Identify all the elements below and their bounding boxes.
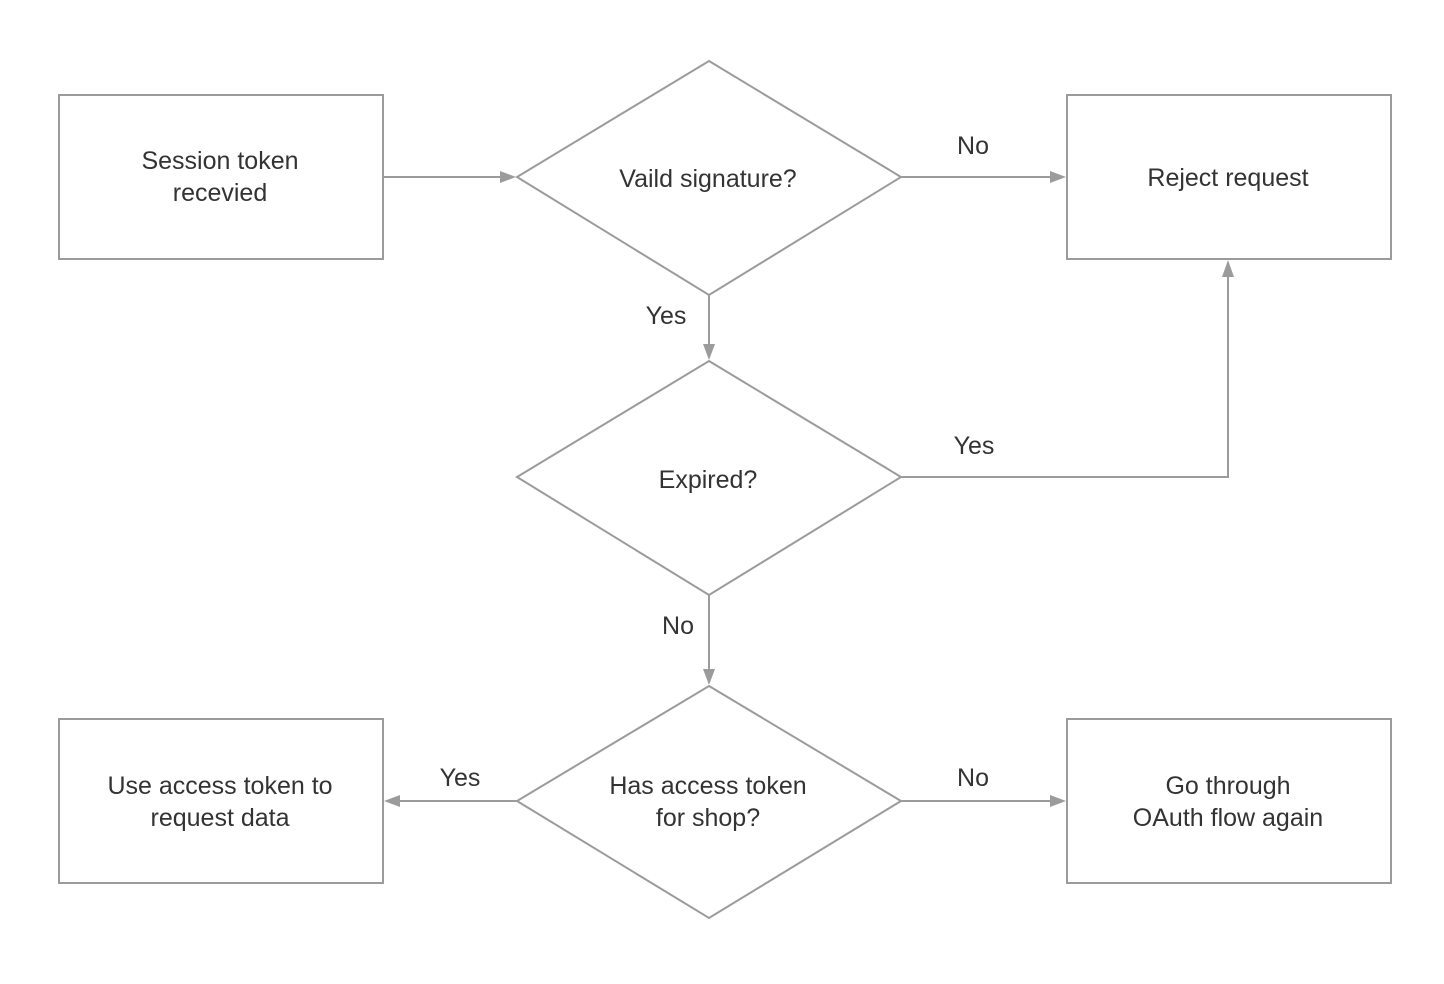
- node-label-line: Expired?: [659, 466, 758, 494]
- node-session-token-received: Session token recevied: [58, 94, 384, 260]
- edge-access-token-to-use-token: Yes: [384, 764, 517, 807]
- arrowhead-up: [1222, 260, 1234, 277]
- node-label-line: Session token: [141, 147, 298, 175]
- edge-access-token-to-oauth: No: [901, 764, 1066, 807]
- edge-session-to-signature: [384, 171, 516, 183]
- edge-label-no: No: [957, 764, 989, 792]
- node-label-line: request data: [151, 804, 290, 832]
- decision-diamond: [515, 684, 903, 920]
- edge-expired-to-reject: Yes: [901, 260, 1234, 478]
- node-oauth-flow: Go through OAuth flow again: [1066, 718, 1392, 884]
- arrowhead-right: [500, 171, 516, 183]
- process-box: [1066, 94, 1392, 260]
- edge-label-yes: Yes: [646, 302, 687, 330]
- edge-signature-to-expired: Yes: [646, 295, 715, 360]
- arrowhead-right: [1050, 171, 1066, 183]
- arrowhead-down: [703, 344, 715, 360]
- connectors: No Yes Yes No Yes No: [384, 132, 1234, 807]
- node-label-line: Vaild signature?: [619, 165, 796, 193]
- node-has-access-token: Has access token for shop?: [515, 684, 903, 920]
- node-reject-request: Reject request: [1066, 94, 1392, 260]
- edge-label-no: No: [957, 132, 989, 160]
- node-label-line: for shop?: [656, 804, 760, 832]
- process-box: [58, 718, 384, 884]
- arrowhead-down: [703, 669, 715, 685]
- decision-diamond: [515, 59, 903, 297]
- process-box: [1066, 718, 1392, 884]
- node-label-line: recevied: [173, 179, 268, 207]
- node-expired: Expired?: [515, 359, 903, 597]
- edge-label-no: No: [662, 612, 694, 640]
- node-label-line: Go through: [1165, 772, 1290, 800]
- decision-diamond: [515, 359, 903, 597]
- edge-label-yes: Yes: [440, 764, 481, 792]
- process-box: [58, 94, 384, 260]
- arrowhead-right: [1050, 795, 1066, 807]
- node-label-line: Has access token: [609, 772, 806, 800]
- node-label-line: Reject request: [1147, 164, 1308, 192]
- arrowhead-left: [384, 795, 400, 807]
- node-valid-signature: Vaild signature?: [515, 59, 903, 297]
- node-label-line: Use access token to: [107, 772, 332, 800]
- edge-expired-to-access-token: No: [662, 595, 715, 685]
- connector-line: [901, 275, 1229, 478]
- edge-signature-to-reject: No: [901, 132, 1066, 183]
- edge-label-yes: Yes: [954, 432, 995, 460]
- node-use-access-token: Use access token to request data: [58, 718, 384, 884]
- node-label-line: OAuth flow again: [1133, 804, 1323, 832]
